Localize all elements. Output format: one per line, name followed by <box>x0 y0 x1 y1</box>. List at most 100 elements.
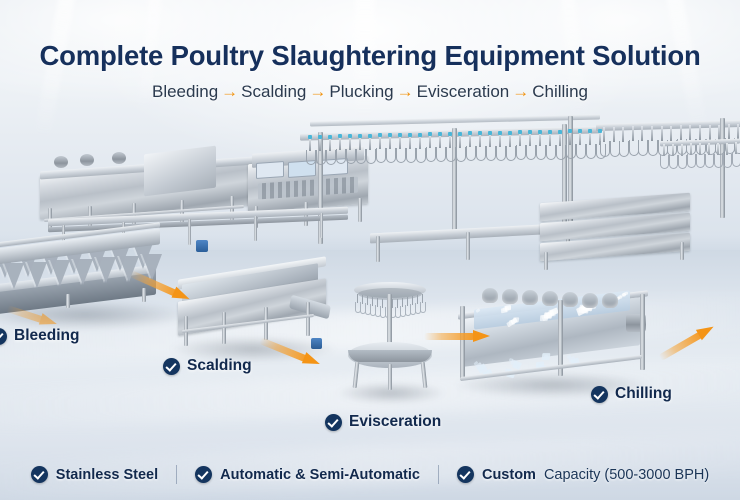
shackle-bail <box>600 141 610 157</box>
shackle-bail <box>436 147 446 163</box>
hook-stem <box>376 298 378 308</box>
hook-stem <box>401 298 403 308</box>
shackle-hook-icon <box>326 134 336 172</box>
shackle-bail <box>486 146 496 162</box>
bleeding-cone <box>50 260 70 287</box>
carousel-hook-icon <box>410 296 416 318</box>
defeathering-module <box>540 192 690 270</box>
blue-pump-unit <box>196 240 208 252</box>
shackle-stem <box>329 137 331 151</box>
shackle-stem <box>379 136 381 150</box>
shackle-stem <box>429 135 431 149</box>
shackle-hook-icon <box>609 126 620 163</box>
shackle-bail <box>526 145 536 161</box>
hook-stem <box>361 295 363 305</box>
shackle-hook-icon <box>526 130 536 167</box>
hook-stem <box>391 298 393 308</box>
shackle-cap <box>428 132 432 137</box>
shackle-bail <box>619 140 630 157</box>
shackle-bail <box>426 147 436 163</box>
shackle-cap <box>388 133 392 138</box>
shackle-cap <box>558 129 562 134</box>
process-step-chilling: Chilling <box>532 82 588 101</box>
shackle-cap <box>478 131 482 136</box>
equipment-shadow <box>168 336 338 362</box>
shackle-cap <box>348 134 352 139</box>
shackle-cap <box>538 129 542 134</box>
shackle-cap <box>508 130 512 135</box>
shackle-bail <box>396 148 406 164</box>
shackle-hook-icon <box>516 130 526 167</box>
shackle-hook-icon <box>506 130 516 168</box>
shackle-bail <box>516 145 526 161</box>
hook-stem <box>366 296 368 306</box>
shackle-bail <box>628 140 639 157</box>
shackle-hook-icon <box>456 131 466 169</box>
stage-label-scalding: Scalding <box>163 357 252 375</box>
hook-stem <box>421 294 423 303</box>
shackle-bail <box>476 146 486 162</box>
stage-label-chilling: Chilling <box>591 385 672 403</box>
shackle-stem <box>716 142 719 155</box>
bleeding-cone <box>4 263 24 290</box>
shackle-stem <box>509 133 511 147</box>
shackle-bail <box>346 149 356 165</box>
shackle-bail <box>306 150 316 165</box>
shackle-bail <box>406 147 416 163</box>
shackle-hook-icon <box>619 126 630 163</box>
shackle-stem <box>449 134 451 148</box>
shackle-stem <box>419 135 421 149</box>
carousel-hook-icon <box>405 297 411 319</box>
shackle-bail <box>356 148 366 164</box>
shackle-stem <box>727 124 730 140</box>
shackle-bail <box>446 146 456 162</box>
stage-label-evisceration: Evisceration <box>325 413 441 431</box>
chiller-auger-blade <box>602 293 618 309</box>
shackle-bail <box>386 148 396 164</box>
shackle-cap <box>398 133 402 138</box>
check-circle-icon <box>0 327 7 345</box>
shackle-stem <box>599 131 601 145</box>
stage-label-text: Scalding <box>187 357 252 374</box>
feature-divider <box>437 465 439 484</box>
shackle-stem <box>670 125 673 141</box>
shackle-stem <box>737 124 740 140</box>
process-step-bleeding: Bleeding <box>151 82 219 101</box>
shackle-hook-icon <box>638 126 649 162</box>
shackle-bail <box>546 144 556 160</box>
shackle-cap <box>518 130 522 135</box>
process-step-evisceration: Evisceration <box>416 82 510 101</box>
shackle-stem <box>734 142 737 155</box>
shackle-hook-icon <box>556 129 566 167</box>
shackle-cap <box>448 131 452 136</box>
shackle-bail <box>696 154 705 169</box>
shackle-cap <box>408 132 412 137</box>
chiller-auger-blade <box>482 288 498 303</box>
shackle-hook-icon <box>723 142 732 173</box>
shackle-stem <box>689 143 692 156</box>
shackle-bail <box>566 144 576 160</box>
shackle-stem <box>359 136 361 150</box>
shackle-stem <box>671 143 674 156</box>
hook-stem <box>416 295 418 305</box>
shackle-hook-icon <box>496 130 506 168</box>
shackle-stem <box>519 133 521 147</box>
shackle-cap <box>418 132 422 137</box>
carousel-hook-icon <box>395 298 401 321</box>
shackle-hook-icon <box>566 129 576 166</box>
check-circle-icon <box>163 357 180 375</box>
shackle-cap <box>588 128 592 133</box>
shackle-stem <box>499 133 501 147</box>
shackle-hook-icon <box>386 133 396 170</box>
check-circle-icon <box>591 385 608 403</box>
shackle-stem <box>309 138 311 151</box>
shackle-hook-icon <box>732 142 740 172</box>
shackle-bail <box>416 147 426 163</box>
shackle-stem <box>559 132 561 146</box>
process-arrow-icon: → <box>512 82 530 101</box>
shackle-hook-icon <box>600 127 610 163</box>
shackle-hook-icon <box>705 143 714 173</box>
carousel-hook-icon <box>380 298 386 321</box>
chiller-auger-blade <box>522 289 538 305</box>
shackle-stem <box>707 143 710 155</box>
